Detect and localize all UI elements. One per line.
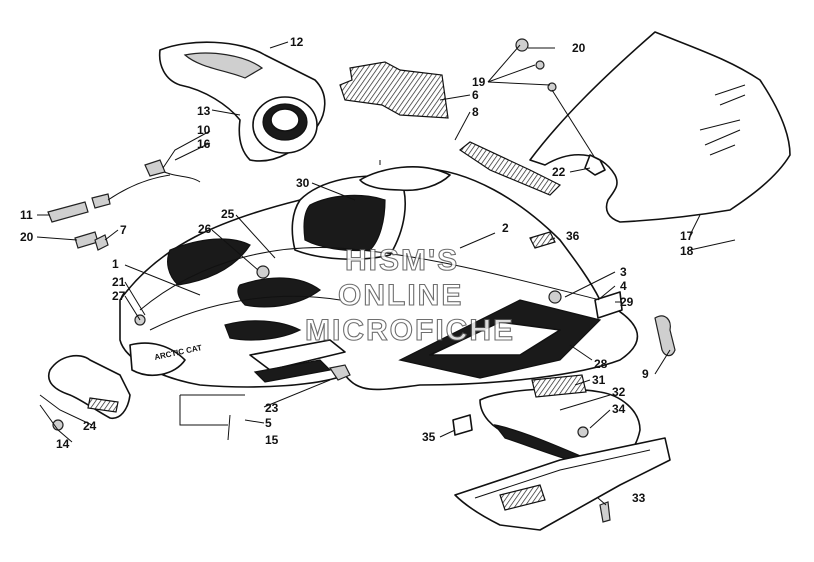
- callout-12: 12: [290, 35, 304, 49]
- callout-17: 17: [680, 229, 694, 243]
- leader-lines: [36, 41, 736, 506]
- callout-29: 29: [620, 295, 634, 309]
- callout-33: 33: [632, 491, 646, 505]
- callout-13: 13: [197, 104, 211, 118]
- callout-2: 2: [502, 221, 509, 235]
- callout-4: 4: [620, 279, 627, 293]
- windshield-hardware: [515, 38, 606, 176]
- callout-36: 36: [566, 229, 580, 243]
- windshield: [529, 31, 791, 223]
- callout-8: 8: [472, 105, 479, 119]
- watermark-line-3: MICROFICHE: [305, 314, 515, 347]
- callout-21: 21: [112, 275, 126, 289]
- callout-24: 24: [83, 419, 97, 433]
- callout-15: 15: [265, 433, 279, 447]
- callout-27: 27: [112, 289, 126, 303]
- callout-7: 7: [120, 223, 127, 237]
- callout-9: 9: [642, 367, 649, 381]
- callout-23: 23: [265, 401, 279, 415]
- callout-labels: 12 13 10 16 11 20 7 1 21 27 25 26 30 6 8…: [20, 35, 694, 505]
- watermark-line-2: ONLINE: [338, 279, 463, 312]
- callout-35: 35: [422, 430, 436, 444]
- front-bracket: [48, 354, 131, 431]
- callout-1: 1: [112, 257, 119, 271]
- callout-22: 22: [552, 165, 566, 179]
- hood-decal: [339, 61, 449, 119]
- callout-10: 10: [197, 123, 211, 137]
- callout-6: 6: [472, 88, 479, 102]
- callout-5: 5: [265, 416, 272, 430]
- callout-26: 26: [198, 222, 212, 236]
- callout-18: 18: [680, 244, 694, 258]
- callout-16: 16: [197, 137, 211, 151]
- callout-32: 32: [612, 385, 626, 399]
- callout-31: 31: [592, 373, 606, 387]
- right-decals: [594, 291, 676, 357]
- callout-20-left: 20: [20, 230, 34, 244]
- callout-30: 30: [296, 176, 310, 190]
- watermark: HISM'S ONLINE MICROFICHE: [304, 243, 515, 347]
- callout-25: 25: [221, 207, 235, 221]
- callout-20-right: 20: [572, 41, 586, 55]
- callout-34: 34: [612, 402, 626, 416]
- air-intake-duct: [158, 41, 326, 162]
- hood-body: ARCTIC CAT: [119, 166, 639, 391]
- callout-19: 19: [472, 75, 486, 89]
- belly-pan: [454, 437, 671, 531]
- windshield-trim-strip: [458, 141, 562, 196]
- console: [452, 374, 641, 469]
- watermark-line-1: HISM'S: [345, 244, 459, 277]
- cable-hardware: [47, 159, 201, 251]
- callout-11: 11: [20, 208, 33, 222]
- callout-3: 3: [620, 265, 627, 279]
- callout-14: 14: [56, 437, 70, 451]
- callout-28: 28: [594, 357, 608, 371]
